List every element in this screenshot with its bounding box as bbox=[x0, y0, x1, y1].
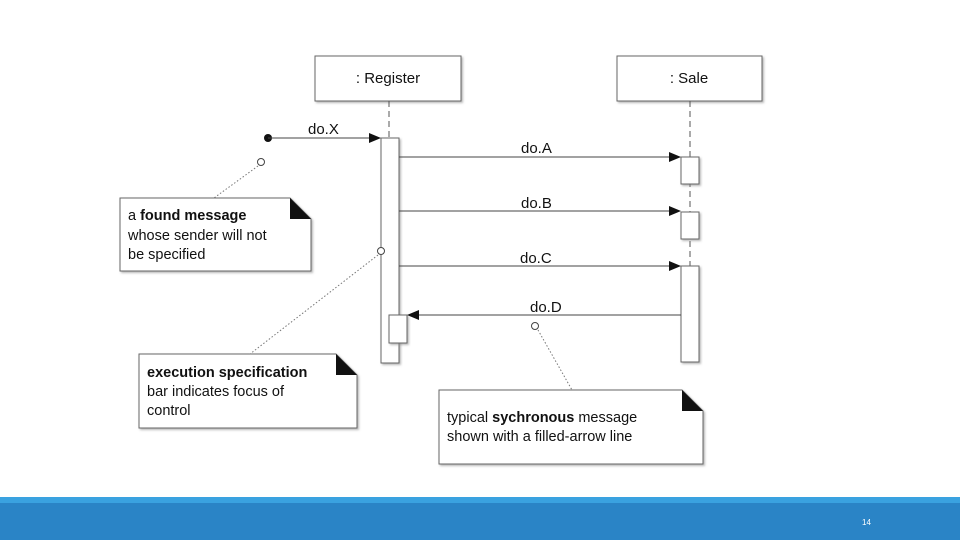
note-found-connector bbox=[213, 158, 265, 199]
execution-note-bold: execution specification bbox=[147, 365, 307, 381]
message-dox: do.X bbox=[264, 121, 381, 143]
note-execution-connector bbox=[249, 247, 385, 355]
message-dob: do.B bbox=[399, 195, 681, 216]
message-dod-label: do.D bbox=[530, 299, 562, 316]
message-doa-label: do.A bbox=[521, 140, 552, 157]
svg-text:typical sychronous message: typical sychronous message bbox=[447, 410, 637, 426]
sync-note-prefix: typical bbox=[447, 410, 492, 426]
message-doc-label: do.C bbox=[520, 250, 552, 267]
message-dod: do.D bbox=[407, 299, 681, 320]
note-synchronous-connector bbox=[531, 322, 573, 391]
svg-text:a found message: a found message bbox=[128, 208, 246, 224]
sequence-diagram: : Register : Sale do.X do.A do.B do.C bbox=[119, 55, 763, 465]
note-found-message: a found message whose sender will not be… bbox=[119, 197, 312, 272]
found-note-bold: found message bbox=[140, 208, 246, 224]
register-lifeline-head: : Register bbox=[314, 55, 462, 102]
message-dox-label: do.X bbox=[308, 121, 339, 138]
message-doc: do.C bbox=[399, 250, 681, 271]
note-synchronous-message: typical sychronous message shown with a … bbox=[438, 389, 704, 465]
page-number: 14 bbox=[862, 518, 871, 527]
found-note-line3: be specified bbox=[128, 247, 205, 263]
sync-note-line2: shown with a filled-arrow line bbox=[447, 429, 632, 445]
sale-lifeline-head: : Sale bbox=[616, 55, 763, 102]
footer-accent-stripe bbox=[0, 497, 960, 503]
found-note-prefix: a bbox=[128, 208, 140, 224]
footer-bar bbox=[0, 497, 960, 540]
sale-execution-bar-b bbox=[680, 211, 700, 240]
message-dob-label: do.B bbox=[521, 195, 552, 212]
register-lifeline-label: : Register bbox=[356, 70, 420, 87]
sale-lifeline-label: : Sale bbox=[670, 70, 708, 87]
message-doa: do.A bbox=[399, 140, 681, 162]
execution-note-line2: bar indicates focus of bbox=[147, 384, 285, 400]
sync-note-suffix: message bbox=[574, 410, 637, 426]
sale-execution-bar-c bbox=[680, 265, 700, 363]
sync-note-bold: sychronous bbox=[492, 410, 574, 426]
sale-execution-bar-a bbox=[680, 156, 700, 185]
found-note-line2: whose sender will not bbox=[127, 228, 267, 244]
execution-note-line3: control bbox=[147, 403, 191, 419]
register-nested-execution-bar bbox=[388, 314, 408, 344]
note-execution-specification: execution specification bar indicates fo… bbox=[138, 353, 358, 429]
